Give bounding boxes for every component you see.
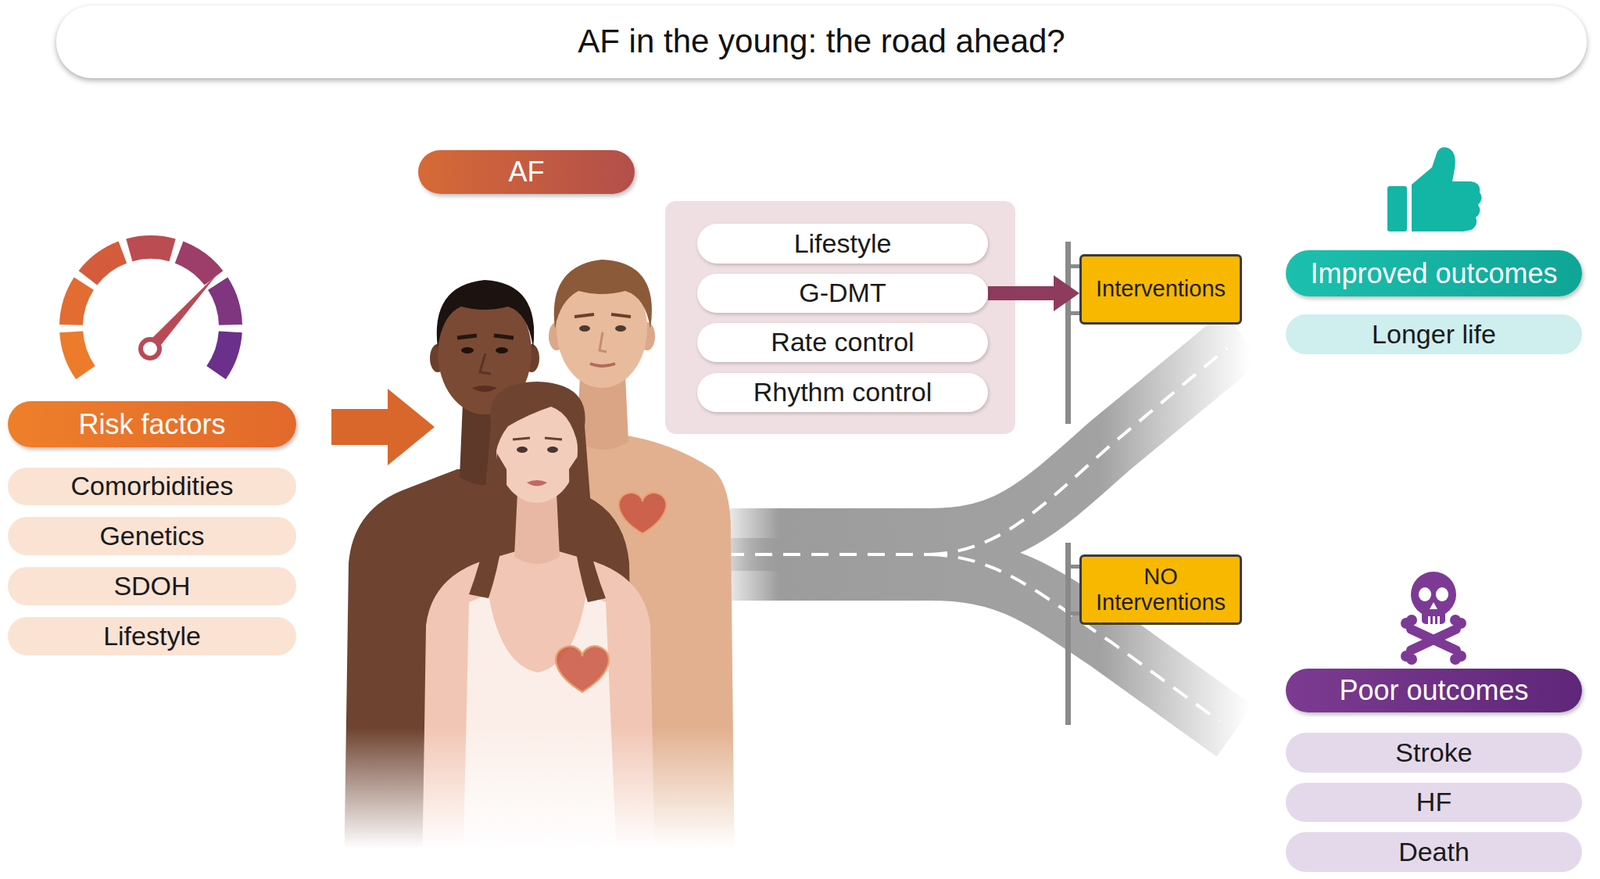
skull-icon [1404, 622, 1463, 657]
skull-icon [1449, 653, 1461, 665]
road-sign: NO Interventions [1079, 554, 1243, 625]
list-pill: SDOH [7, 566, 297, 605]
category-pill: AF [418, 150, 635, 194]
gauge-icon [125, 235, 176, 262]
person-figure [457, 335, 514, 338]
flow-arrow [987, 275, 1080, 312]
skull-icon [1406, 614, 1418, 626]
person-figure [599, 332, 607, 352]
category-pill: Improved outcomes [1285, 250, 1583, 297]
list-pill: Death [1285, 831, 1583, 872]
list-pill: Rhythm control [697, 372, 988, 412]
person-figure [516, 446, 528, 453]
list-pill: Longer life [1285, 314, 1583, 355]
node-label: Stroke [1395, 737, 1472, 768]
person-figure [526, 479, 548, 487]
gauge-icon [206, 330, 243, 380]
node-label: AF [508, 155, 545, 188]
intervention-panel [665, 200, 1016, 434]
person-figure [579, 325, 591, 332]
node-label: Poor outcomes [1338, 673, 1529, 706]
list-pill: G-DMT [697, 273, 988, 313]
person-figure [514, 492, 560, 564]
skull-icon [1404, 622, 1463, 657]
person-figure [547, 446, 559, 453]
thumbs-up-icon [1411, 146, 1482, 232]
node-label: Risk factors [78, 408, 226, 441]
skull-icon [1418, 587, 1432, 602]
title-bar: AF in the young: the road ahead? [56, 5, 1587, 79]
heart-graphic [555, 492, 666, 692]
person-figure [569, 457, 606, 602]
category-pill: Poor outcomes [1285, 668, 1583, 713]
person-figure [472, 385, 498, 392]
person-figure [468, 453, 507, 598]
node-label: Longer life [1371, 318, 1497, 350]
person-figure [574, 314, 631, 317]
fade-overlay [336, 726, 743, 879]
node-label: G-DMT [798, 277, 886, 308]
person-figure [590, 363, 616, 366]
skull-icon [1400, 571, 1467, 665]
node-label: Interventions [1095, 275, 1226, 302]
node-label: Death [1398, 836, 1470, 867]
thumbs-up-icon [1387, 146, 1482, 232]
skull-icon [1449, 614, 1461, 626]
person-figure [436, 279, 534, 348]
list-pill: Comorbidities [7, 467, 297, 505]
node-label: Genetics [99, 520, 205, 552]
person-figure [495, 347, 509, 354]
node-label: Lifestyle [103, 620, 201, 652]
list-pill: Lifestyle [7, 616, 297, 656]
node-label: NO Interventions [1091, 563, 1231, 616]
skull-icon [1432, 615, 1436, 624]
list-pill: Genetics [7, 516, 297, 555]
heart-graphic [555, 645, 609, 692]
list-pill: Stroke [1285, 732, 1583, 773]
node-label: Rate control [770, 326, 914, 358]
node-label: Comorbidities [71, 470, 234, 502]
person-figure [615, 325, 627, 332]
title-text: AF in the young: the road ahead? [577, 22, 1065, 61]
person-figure [479, 353, 491, 374]
person-figure [512, 437, 562, 440]
list-pill: Lifestyle [697, 223, 988, 264]
skull-icon [1406, 653, 1418, 665]
category-pill: Risk factors [7, 400, 297, 448]
list-pill: Rate control [697, 322, 988, 362]
risk-arrow [331, 388, 435, 466]
list-pill: HF [1285, 782, 1583, 822]
gauge-icon [59, 235, 243, 380]
skull-icon [1437, 615, 1440, 624]
gauge-icon [140, 339, 160, 358]
sign-pole [1065, 241, 1081, 725]
road-sign: Interventions [1079, 254, 1243, 325]
sign-pole [1065, 542, 1071, 725]
person-figure [554, 259, 652, 329]
road-fork [719, 336, 1243, 540]
person-figure [494, 389, 581, 458]
gauge-icon [59, 330, 96, 380]
gauge-icon [175, 241, 224, 286]
node-label: Lifestyle [794, 228, 892, 259]
skull-icon [1429, 601, 1438, 609]
node-label: Rhythm control [753, 376, 933, 408]
heart-graphic [619, 492, 667, 534]
skull-icon [1400, 571, 1467, 665]
skull-icon [1435, 587, 1449, 602]
road-fork [726, 552, 931, 556]
skull-icon [1428, 615, 1431, 624]
sign-pole [1065, 241, 1071, 424]
gauge-icon [59, 277, 94, 326]
node-label: HF [1416, 786, 1452, 817]
node-label: Improved outcomes [1310, 257, 1558, 290]
gauge-icon [207, 277, 243, 326]
person-figure [461, 347, 474, 354]
thumbs-up-icon [1387, 186, 1407, 232]
node-label: SDOH [113, 570, 190, 602]
gauge-icon [78, 241, 128, 286]
